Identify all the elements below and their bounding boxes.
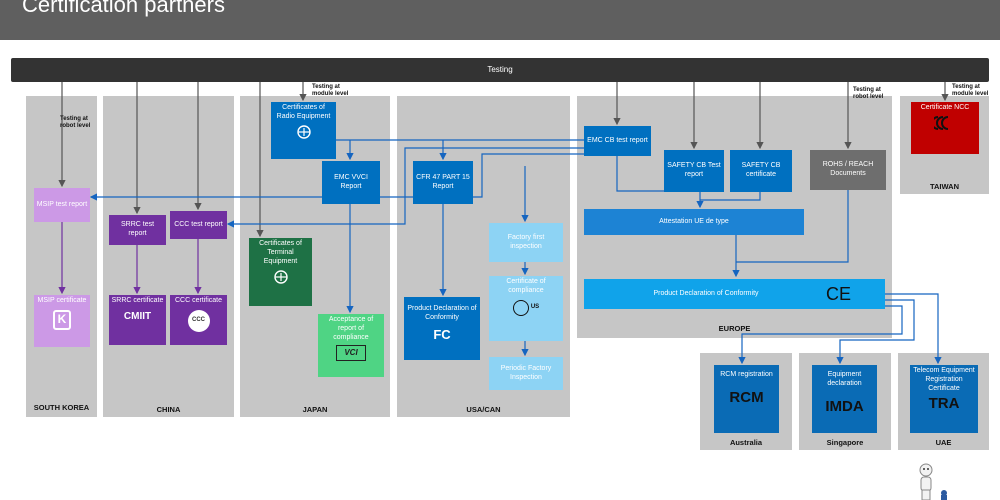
region-label-usa-can: USA/CAN [466,405,501,414]
region-label-china: CHINA [156,405,181,414]
region-china: CHINA [103,96,234,417]
kc-logo-icon: K [53,309,71,330]
region-label-australia: Australia [729,438,763,447]
cert-radio-equipment-label: Certificates of Radio Equipment [276,104,331,120]
product-declaration-usa[interactable]: Product Declaration of Conformity FC [404,297,480,360]
safety-cb-certificate-label: SAFETY CB certificate [741,162,781,178]
srrc-certificate-label: SRRC certificate [111,297,164,304]
msip-certificate-label: MSIP certificate [37,297,87,304]
cert-terminal-equipment-label: Certificates of Terminal Equipment [259,240,302,265]
acceptance-report-label: Acceptance of report of compliance [328,316,374,341]
rcm-logo-icon: RCM [729,388,764,406]
periodic-factory-inspection[interactable]: Periodic Factory Inspection [489,357,563,390]
safety-cb-test-report[interactable]: SAFETY CB Test report [664,150,724,192]
certificate-of-compliance[interactable]: Certificate of compliance US [489,276,563,341]
certificate-of-compliance-label: Certificate of compliance [506,278,546,294]
ccc-test-report[interactable]: CCC test report [170,211,227,239]
attestation-ue[interactable]: Attestation UE de type [584,209,804,235]
msip-test-report-label: MSIP test report [36,200,88,208]
region-label-south-korea: SOUTH KOREA [33,403,90,412]
msip-test-report[interactable]: MSIP test report [34,188,90,222]
factory-first-inspection[interactable]: Factory first inspection [489,223,563,262]
rohs-reach[interactable]: ROHS / REACH Documents [810,150,886,190]
equipment-declaration[interactable]: Equipment declaration IMDA [812,365,877,433]
acceptance-report[interactable]: Acceptance of report of compliance VCI [318,314,384,377]
rohs-reach-label: ROHS / REACH Documents [822,161,874,177]
periodic-factory-inspection-label: Periodic Factory Inspection [500,364,552,381]
emc-cb-report[interactable]: EMC CB test report [584,126,651,156]
note-robot-level-korea: Testing at robot level [60,116,91,129]
srrc-test-report-label: SRRC test report [120,221,155,237]
csa-us-label: US [530,303,540,310]
imda-logo-icon: IMDA [825,397,864,415]
region-label-singapore: Singapore [826,438,864,447]
ce-logo-icon: CE [825,283,851,304]
emc-vvci-report[interactable]: EMC VVCI Report [322,161,380,204]
certificate-ncc[interactable]: Certificate NCC [911,102,979,154]
note-module-level-taiwan: Testing at module level [952,84,989,97]
msip-certificate[interactable]: MSIP certificate K [34,295,90,347]
telecom-cert-label: Telecom Equipment Registration Certifica… [913,367,975,392]
header-bar: Certification partners [0,0,1000,40]
csa-us-logo-icon: US [512,299,540,316]
giteki-mark-icon [296,124,311,139]
emc-cb-report-label: EMC CB test report [587,136,648,144]
cert-terminal-equipment[interactable]: Certificates of Terminal Equipment [249,238,312,306]
attestation-ue-label: Attestation UE de type [659,217,729,225]
safety-cb-certificate[interactable]: SAFETY CB certificate [730,150,792,192]
cmiit-logo-icon: CMIIT [123,310,152,322]
ncc-logo-icon [934,115,949,130]
fc-logo-icon: FC [433,326,451,342]
equipment-declaration-label: Equipment declaration [827,371,862,387]
region-label-europe: EUROPE [718,324,751,333]
note-robot-level-europe: Testing at robot level [853,87,884,100]
product-declaration-eu-label: Product Declaration of Conformity [653,289,759,297]
srrc-certificate[interactable]: SRRC certificate CMIIT [109,295,166,345]
cert-radio-equipment[interactable]: Certificates of Radio Equipment [271,102,336,159]
cfr47-report[interactable]: CFR 47 PART 15 Report [413,161,473,204]
telecom-cert[interactable]: Telecom Equipment Registration Certifica… [910,365,978,433]
giteki-mark-icon [273,270,288,284]
emc-vvci-report-label: EMC VVCI Report [334,173,368,190]
rcm-registration-label: RCM registration [720,371,773,378]
srrc-test-report[interactable]: SRRC test report [109,215,166,245]
ccc-certificate[interactable]: CCC certificate CCC [170,295,227,345]
region-label-japan: JAPAN [302,405,328,414]
ccc-certificate-label: CCC certificate [174,297,223,304]
region-label-uae: UAE [935,438,952,447]
note-module-level-japan: Testing at module level [312,84,349,97]
rcm-registration[interactable]: RCM registration RCM [714,365,779,433]
region-label-taiwan: TAIWAN [929,182,960,191]
ccc-logo-icon: CCC [187,309,210,332]
testing-bar: Testing [11,58,989,82]
product-declaration-eu[interactable]: Product Declaration of Conformity CE [584,279,885,309]
cfr47-report-label: CFR 47 PART 15 Report [416,173,470,190]
vci-logo-icon: VCI [336,345,366,362]
tra-logo-icon: TRA [928,395,960,413]
product-declaration-usa-label: Product Declaration of Conformity [407,305,477,321]
ccc-test-report-label: CCC test report [174,220,223,228]
certificate-ncc-label: Certificate NCC [920,104,970,111]
factory-first-inspection-label: Factory first inspection [507,233,545,250]
page-title: Certification partners [22,0,225,17]
safety-cb-test-report-label: SAFETY CB Test report [667,162,721,178]
robot-icon [919,463,947,500]
